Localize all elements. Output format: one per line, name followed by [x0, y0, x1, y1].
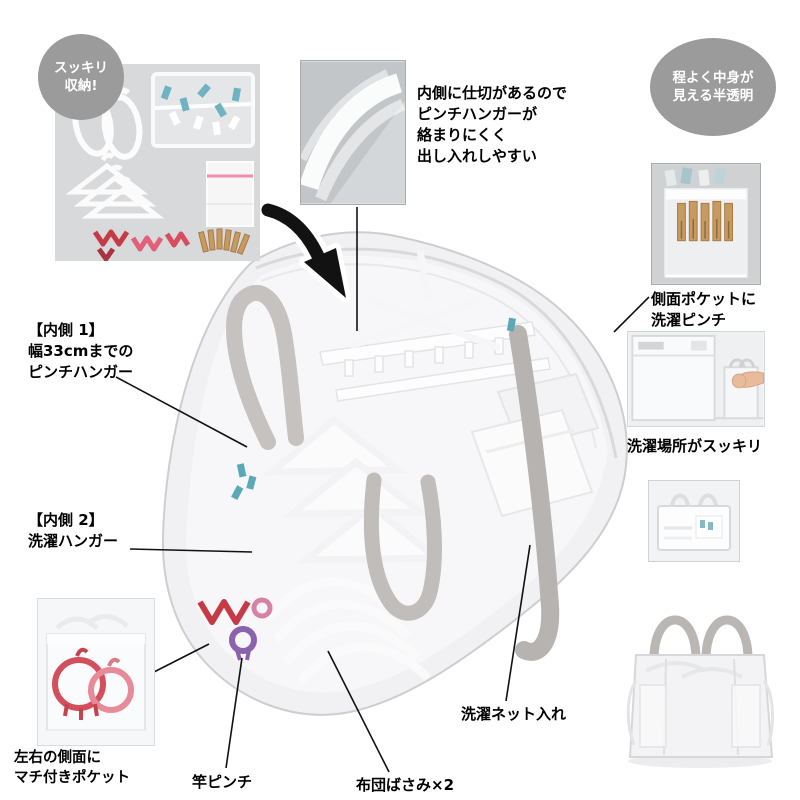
- badge-translucent: 程よく中身が 見える半透明: [650, 38, 776, 136]
- callout-pole-pinch: 竿ピンチ: [192, 773, 253, 791]
- tote-handles: [649, 615, 753, 660]
- clips: [197, 317, 516, 661]
- strap-right: [509, 325, 560, 661]
- bag-photo: [161, 231, 628, 716]
- inset-partition-photo: [300, 60, 406, 205]
- teal-pegs: [231, 317, 516, 501]
- folded-net: [206, 161, 254, 227]
- inset-product-shot: [612, 585, 784, 775]
- folded-bag-graphic: [648, 480, 740, 562]
- hand: [731, 371, 764, 389]
- callout-inside2-laundry-hanger: 【内側 2】 洗濯ハンガー: [28, 511, 119, 550]
- leader-lines: [115, 207, 650, 773]
- callout-partition: 内側に仕切があるので ピンチハンガーが 絡まりにくく 出し入れしやすい: [417, 84, 568, 165]
- wooden-pegs: [198, 228, 251, 256]
- arrow: [256, 198, 351, 303]
- leader-pole-pinch: [225, 657, 243, 769]
- inset-folded-bag-photo: [648, 480, 740, 562]
- inset-washer-photo: [627, 331, 765, 427]
- pinch-hanger-arms: [348, 249, 502, 352]
- pinch-hanger-frame: [319, 321, 551, 402]
- callout-laundry-space: 洗濯場所がスッキリ: [627, 437, 763, 455]
- leader-gusset: [151, 643, 210, 674]
- leader-futon: [327, 650, 390, 773]
- purple-clip: [229, 626, 257, 654]
- callout-inside1-pinch-hanger: 【内側 1】 幅33cmまでの ピンチハンガー: [28, 321, 134, 381]
- folded-pinch-hanger: [151, 72, 255, 148]
- product-shot-graphic: [612, 585, 784, 775]
- strap-left: [226, 285, 304, 450]
- strap-middle: [363, 472, 442, 621]
- pink-clip: [251, 597, 273, 619]
- callout-laundry-net: 洗濯ネット入れ: [461, 705, 567, 723]
- partition-photo-graphic: [301, 61, 405, 204]
- side-pocket-photo-graphic: [652, 164, 760, 284]
- inset-side-pocket-photo: [651, 163, 761, 285]
- callout-gusset-pocket: 左右の側面に マチ付きポケット: [14, 750, 130, 787]
- blurred-pegs: [664, 167, 727, 187]
- red-clips: [92, 229, 191, 261]
- callout-futon-clips: 布団ばさみ×2: [356, 776, 455, 794]
- inset-gusset-pocket-photo: [37, 598, 155, 746]
- callout-side-pocket: 側面ポケットに 洗濯ピンチ: [651, 290, 757, 329]
- leader-net: [505, 544, 531, 702]
- washer-photo-graphic: [628, 332, 764, 426]
- red-clip-hangers: [52, 647, 134, 720]
- badge-tidy-storage: スッキリ 収納!: [38, 34, 124, 120]
- leader-inside1: [115, 376, 248, 448]
- front-pocket-left: [639, 684, 667, 748]
- red-clip: [197, 599, 251, 625]
- bag-straps: [226, 285, 560, 661]
- gusset-pocket-graphic: [37, 598, 155, 746]
- front-pocket-right: [731, 684, 761, 748]
- leader-inside2: [129, 548, 253, 553]
- leader-side-pocket: [613, 296, 650, 333]
- triangle-hangers: [65, 152, 165, 219]
